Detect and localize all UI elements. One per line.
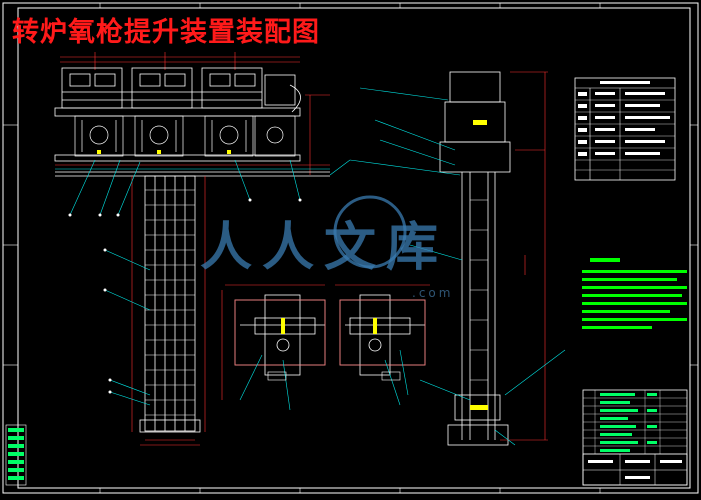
section-a <box>234 294 326 376</box>
leader-dots <box>68 198 302 394</box>
main-view-left <box>54 52 351 446</box>
title-block <box>582 453 688 486</box>
side-stamp-table <box>5 424 27 486</box>
spec-table <box>574 77 676 181</box>
section-b <box>339 294 426 376</box>
inner-frame <box>17 7 691 489</box>
column-rungs <box>145 189 195 416</box>
lance-column <box>144 175 196 432</box>
watermark-text: 人人文库 <box>200 217 449 278</box>
leader-lines <box>69 159 351 406</box>
outer-frame <box>2 2 699 494</box>
watermark-logo <box>333 195 407 269</box>
accent-marks <box>97 150 231 154</box>
top-trolleys <box>61 67 301 113</box>
lifting-units <box>74 115 296 157</box>
technical-notes <box>582 258 687 329</box>
platform-beams <box>54 107 330 177</box>
drawing-title: 转炉氧枪提升装置装配图 <box>12 17 320 48</box>
section-views <box>221 284 430 411</box>
watermark-url: .com <box>412 286 454 300</box>
column-dimensions <box>131 176 206 446</box>
top-dimension-lines <box>60 52 330 175</box>
bom-table <box>582 389 688 486</box>
zone-ticks <box>3 3 698 493</box>
side-view <box>349 71 566 446</box>
